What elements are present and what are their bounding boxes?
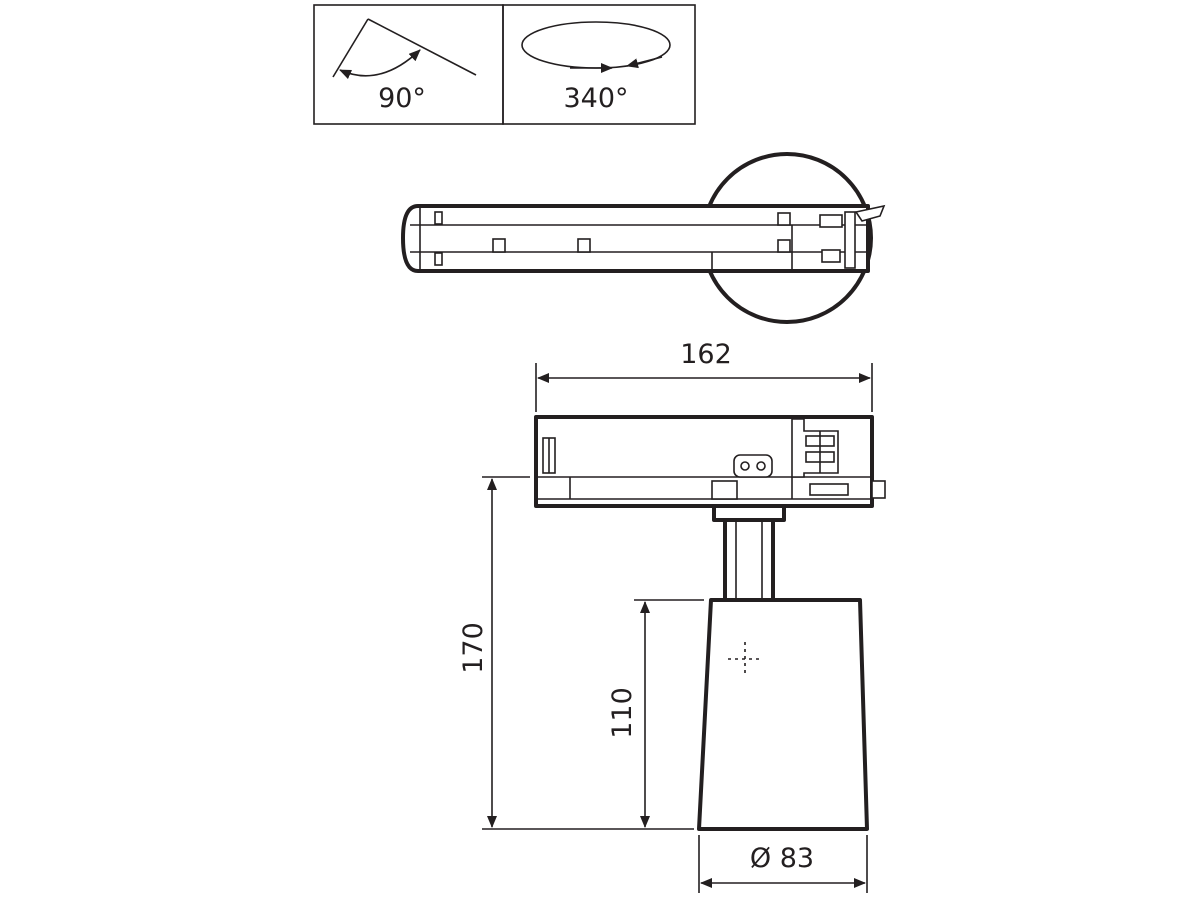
center-mark-icon	[728, 642, 762, 676]
dimension-head-height-label: 110	[607, 687, 638, 739]
dimension-diameter-label: Ø 83	[750, 843, 814, 874]
dimension-lines	[487, 373, 871, 888]
top-view-latch	[854, 204, 886, 222]
top-view	[401, 152, 886, 324]
dimension-length-label: 162	[680, 339, 732, 370]
extension-lines	[482, 363, 873, 893]
dimension-total-height-label: 170	[458, 622, 489, 674]
rotate-box	[502, 4, 696, 125]
rotation-legend: 90° 340°	[313, 4, 696, 125]
rotate-icon	[521, 21, 671, 73]
tilt-angle-label: 90°	[378, 83, 426, 114]
adapter-clip	[733, 454, 773, 478]
tilt-icon	[332, 18, 477, 80]
top-view-adapter-body	[401, 204, 870, 273]
rotate-angle-label: 340°	[563, 83, 628, 114]
side-view: 162 170 110 Ø 83	[458, 339, 886, 893]
stem	[712, 504, 786, 602]
lamp-head	[697, 598, 869, 831]
track-adapter	[534, 415, 886, 508]
